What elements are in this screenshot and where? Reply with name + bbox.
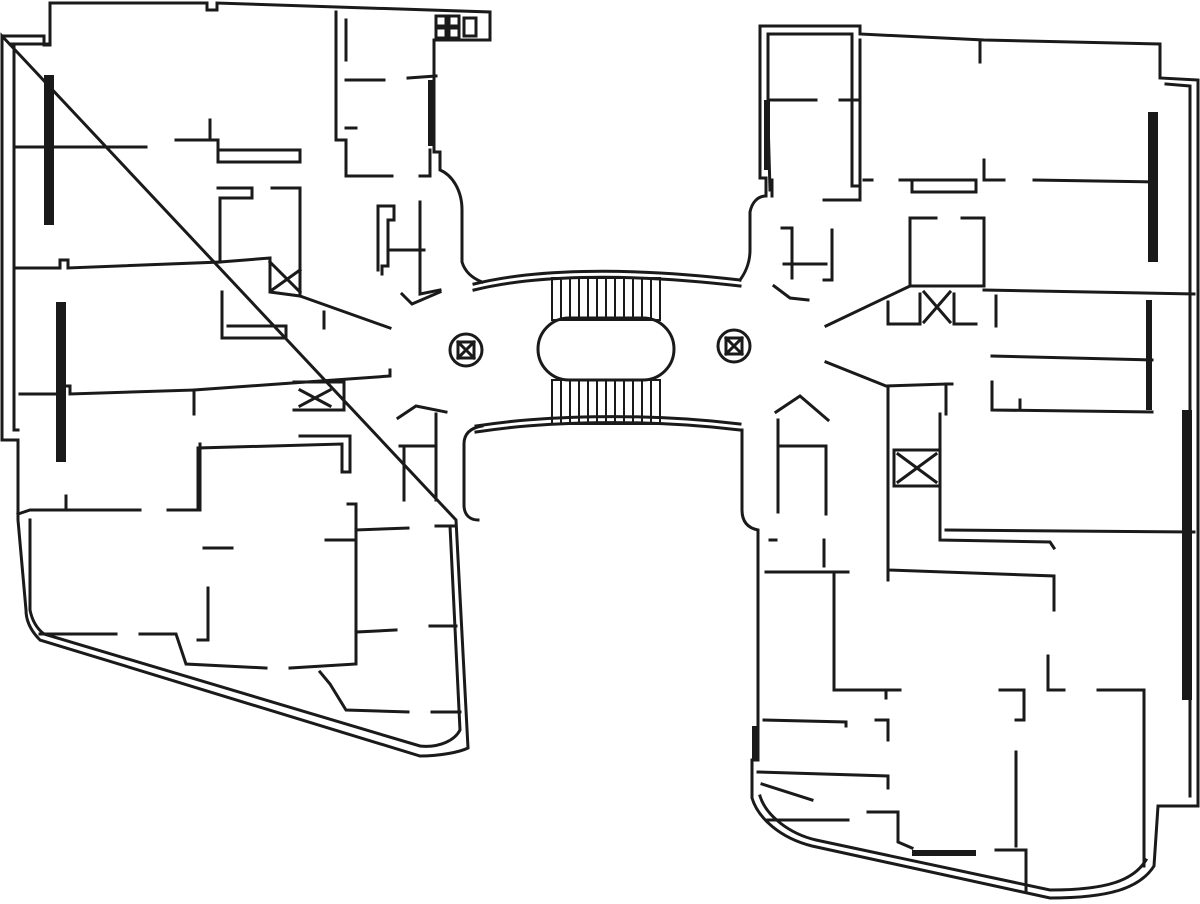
left-core-bottom (395, 404, 448, 502)
right-column-3 (1146, 300, 1152, 410)
stair-treads-top (551, 277, 661, 321)
left-upper-rooms (334, 10, 438, 178)
right-core-bottom (768, 394, 831, 542)
right-wing (737, 24, 1200, 900)
right-column-2 (1182, 410, 1192, 700)
central-lobby (448, 269, 752, 434)
stair-flight-border (551, 379, 661, 425)
right-lower-rooms (756, 538, 1146, 892)
left-wing-inner-wall (8, 42, 462, 748)
right-column-1 (1148, 112, 1158, 262)
right-wing-inner-wall (758, 32, 1192, 892)
lobby-lower-wall (474, 415, 742, 428)
elevator-icon (448, 332, 484, 368)
right-wing-outer-wall (737, 24, 1200, 900)
staircase-icon (536, 316, 676, 382)
right-solid-wall-2 (912, 850, 976, 856)
right-core-top (771, 226, 834, 302)
elevator-left (448, 332, 484, 368)
right-solid-wall-3 (752, 726, 758, 760)
vent-grid (434, 14, 478, 40)
lobby-lower-wall-inner (474, 421, 742, 434)
grand-staircase (536, 277, 676, 425)
elevator-right (716, 328, 752, 364)
stair-treads-bottom (551, 379, 661, 425)
stair-flight-border (551, 277, 661, 321)
left-wing (0, 1, 492, 758)
left-column-1 (44, 75, 54, 225)
left-wing-outer-wall (0, 1, 492, 758)
right-solid-wall-1 (764, 100, 770, 170)
left-partition-walls (12, 118, 462, 714)
right-mid-partitions (824, 216, 1196, 612)
left-core-top (376, 200, 442, 306)
left-column-2 (56, 302, 66, 462)
left-solid-wall-1 (428, 80, 434, 146)
lobby-upper-wall (472, 269, 742, 286)
right-upper-rooms (766, 32, 1158, 202)
elevator-icon (716, 328, 752, 364)
